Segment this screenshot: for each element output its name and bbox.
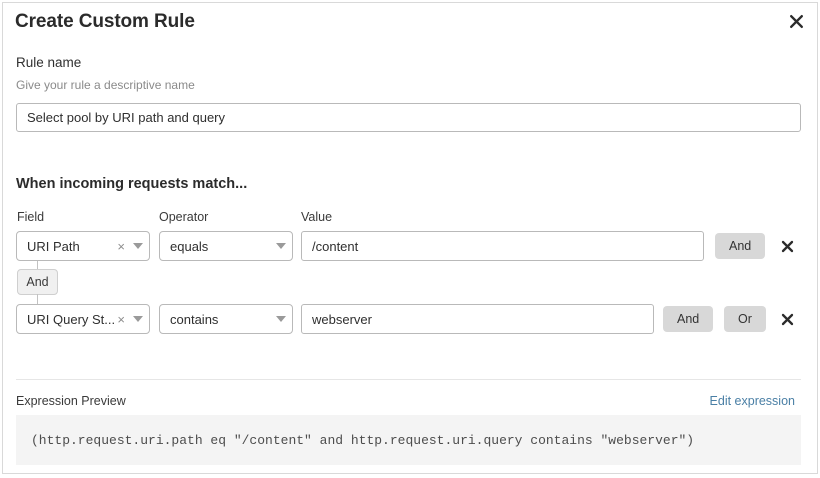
rule-name-input[interactable]	[16, 103, 801, 132]
delete-condition-row-1-icon[interactable]	[777, 236, 797, 256]
field-select-row-1-label: URI Path	[27, 238, 80, 254]
rule-name-help-text: Give your rule a descriptive name	[16, 78, 195, 92]
close-icon-glyph	[789, 14, 803, 28]
chevron-down-icon[interactable]	[270, 243, 292, 249]
value-input-row-1[interactable]	[301, 231, 704, 261]
close-icon[interactable]	[784, 9, 808, 33]
value-input-row-2[interactable]	[301, 304, 654, 334]
column-header-operator: Operator	[159, 210, 209, 224]
connector-and-badge[interactable]: And	[17, 269, 58, 295]
expression-preview-text: (http.request.uri.path eq "/content" and…	[31, 432, 695, 448]
close-icon-glyph	[781, 313, 793, 325]
expression-preview-box: (http.request.uri.path eq "/content" and…	[16, 415, 801, 465]
chevron-down-icon[interactable]	[270, 316, 292, 322]
operator-select-row-2[interactable]: contains	[159, 304, 293, 334]
operator-select-row-2-label: contains	[170, 311, 219, 327]
clear-icon[interactable]: ×	[117, 311, 125, 327]
chevron-down-icon[interactable]	[127, 243, 149, 249]
close-icon-glyph	[781, 240, 793, 252]
rule-name-label: Rule name	[16, 55, 82, 70]
and-button-row-2[interactable]: And	[663, 306, 714, 332]
expression-preview-label: Expression Preview	[16, 394, 126, 408]
field-select-row-1[interactable]: URI Path ×	[16, 231, 150, 261]
page-title: Create Custom Rule	[15, 11, 195, 32]
connector-line-bottom	[37, 294, 38, 304]
operator-select-row-1-label: equals	[170, 238, 209, 254]
column-header-field: Field	[17, 210, 45, 224]
operator-select-row-1[interactable]: equals	[159, 231, 293, 261]
divider	[16, 379, 801, 380]
edit-expression-link[interactable]: Edit expression	[709, 394, 795, 408]
field-select-row-2-label: URI Query St...	[27, 311, 116, 327]
clear-icon[interactable]: ×	[117, 238, 125, 254]
connector-line-top	[37, 261, 38, 271]
delete-condition-row-2-icon[interactable]	[777, 309, 797, 329]
chevron-down-icon[interactable]	[127, 316, 149, 322]
column-header-value: Value	[301, 210, 333, 224]
or-button-row-2[interactable]: Or	[724, 306, 766, 332]
and-button-row-1[interactable]: And	[715, 233, 766, 259]
conditions-heading: When incoming requests match...	[16, 176, 248, 192]
field-select-row-2[interactable]: URI Query St... ×	[16, 304, 150, 334]
